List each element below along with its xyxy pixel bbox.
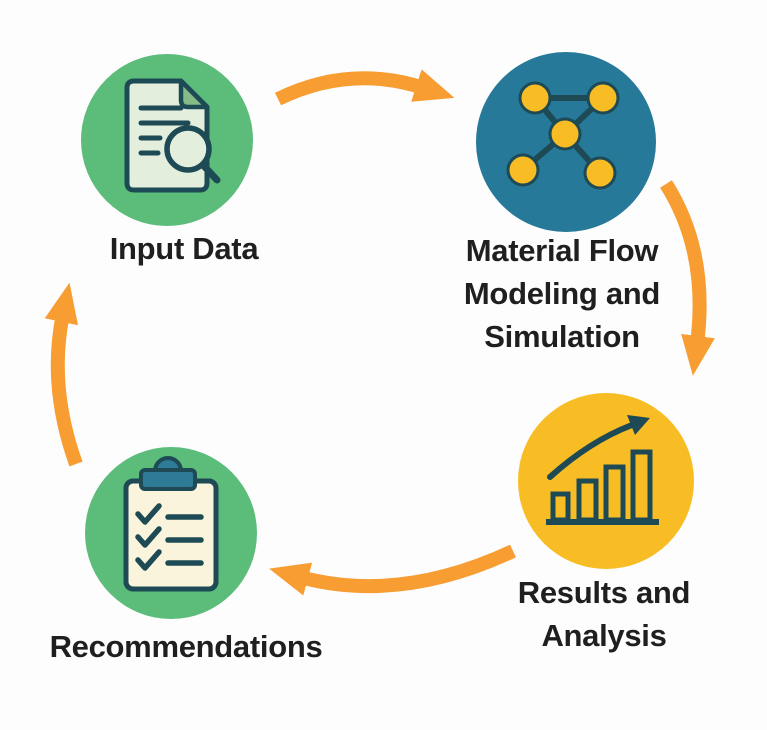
document-search-icon <box>124 78 221 193</box>
step-circle-results <box>518 393 694 569</box>
label-recommendations: Recommendations <box>49 629 323 664</box>
checklist-clipboard-icon <box>123 456 219 592</box>
arrow-modeling-to-results <box>660 180 715 376</box>
arrow-results-to-recommendations <box>269 544 516 596</box>
arrow-input-to-modeling <box>274 69 455 106</box>
step-circle-recommendations <box>85 447 257 619</box>
growth-bar-chart-icon <box>546 415 659 525</box>
label-modeling: Material Flow Modeling and Simulation <box>463 233 661 354</box>
label-results: Results and Analysis <box>517 575 691 653</box>
network-nodes-icon <box>506 81 620 190</box>
step-circle-modeling <box>476 52 656 232</box>
step-circle-input-data <box>81 54 253 226</box>
label-input-data: Input Data <box>109 231 259 266</box>
arrow-recommendations-to-input <box>44 282 83 467</box>
